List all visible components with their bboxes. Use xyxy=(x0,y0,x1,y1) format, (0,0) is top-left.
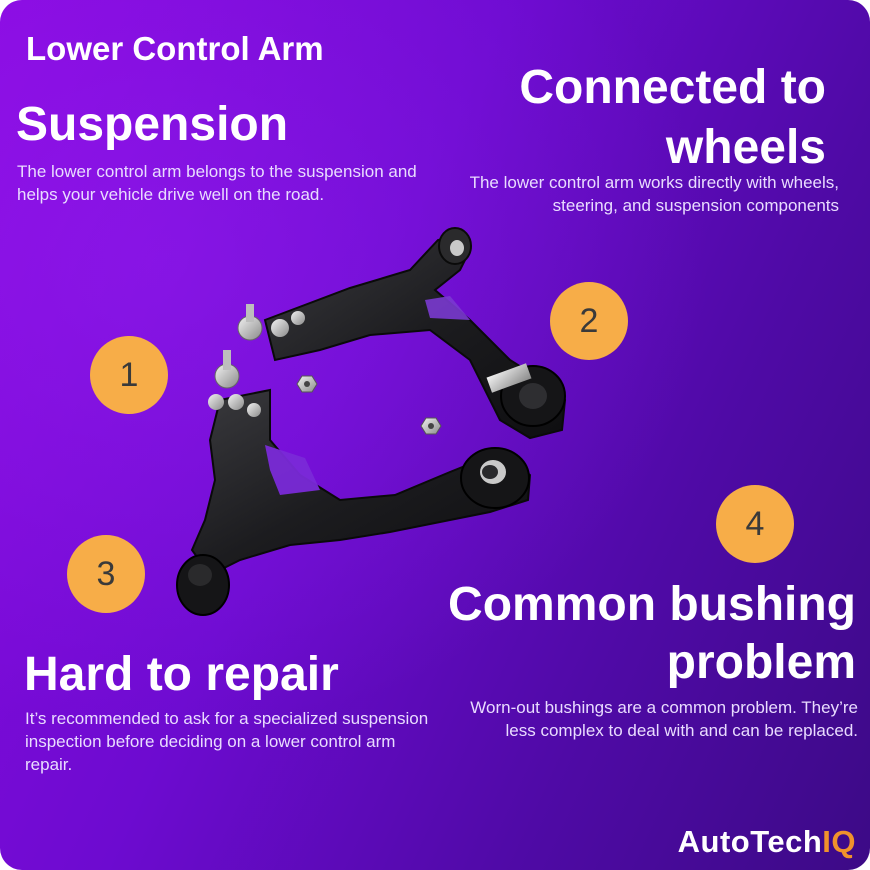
section-text-hard-to-repair: It’s recommended to ask for a specialize… xyxy=(25,709,429,774)
nut-icon xyxy=(296,375,318,393)
section-heading-hard-to-repair: Hard to repair xyxy=(24,648,339,701)
nut-icon xyxy=(420,417,442,435)
number-badge-4: 4 xyxy=(716,485,794,563)
logo-text-autotech: AutoTech xyxy=(677,824,823,859)
section-text-connected-to-wheels: The lower control arm works directly wit… xyxy=(469,173,839,215)
section-heading-common-bushing-problem: Common bushing problem xyxy=(448,578,856,689)
lower-control-arm xyxy=(176,350,532,616)
upper-control-arm xyxy=(237,227,567,440)
autotechiq-logo: AutoTech IQ xyxy=(678,824,856,860)
number-badge-1: 1 xyxy=(90,336,168,414)
section-heading-connected-to-wheels: Connected to wheels xyxy=(519,61,826,174)
logo-text-iq: IQ xyxy=(822,824,856,859)
control-arms-illustration xyxy=(176,227,567,616)
section-text-suspension: The lower control arm belongs to the sus… xyxy=(17,162,417,204)
number-badge-2: 2 xyxy=(550,282,628,360)
section-heading-suspension: Suspension xyxy=(16,98,289,151)
section-text-common-bushing-problem: Worn-out bushings are a common problem. … xyxy=(470,698,858,740)
page-title: Lower Control Arm xyxy=(26,30,324,67)
number-badge-3: 3 xyxy=(67,535,145,613)
